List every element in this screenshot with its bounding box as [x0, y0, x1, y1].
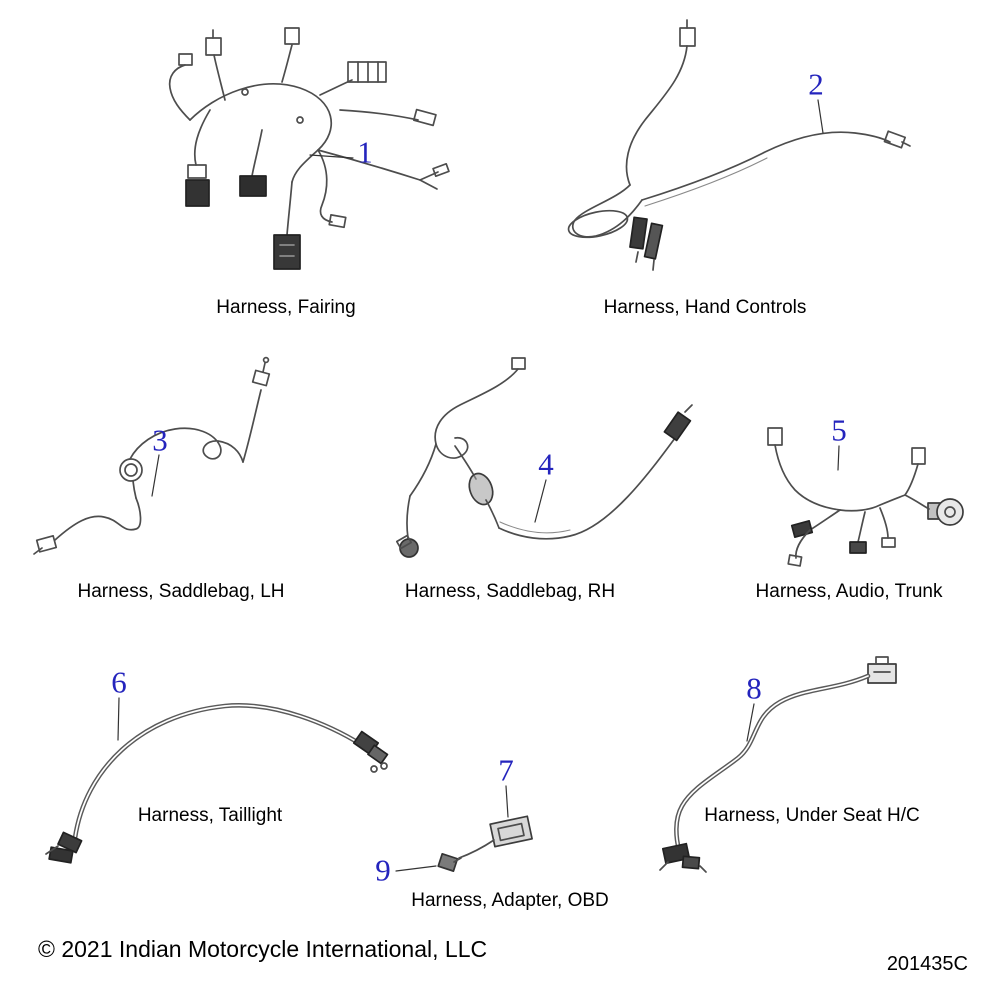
callout-8[interactable]: 8: [746, 670, 762, 706]
label-harness-under-seat-hc: Harness, Under Seat H/C: [704, 805, 920, 826]
harness-saddlebag-lh-art: [33, 356, 271, 555]
callout-1[interactable]: 1: [357, 134, 373, 170]
drawing-number: 201435C: [886, 953, 968, 975]
harness-taillight-art: [45, 703, 389, 864]
label-harness-audio-trunk: Harness, Audio, Trunk: [755, 581, 943, 602]
harness-adapter-obd-art: [437, 815, 533, 872]
callout-4[interactable]: 4: [538, 446, 554, 482]
callout-7[interactable]: 7: [498, 752, 514, 788]
harness-fairing-art: [168, 27, 450, 270]
callout-9[interactable]: 9: [375, 852, 391, 888]
label-harness-fairing: Harness, Fairing: [216, 297, 356, 318]
harness-saddlebag-rh-art: [395, 357, 693, 558]
callout-5[interactable]: 5: [831, 412, 847, 448]
leader-lines: [117, 99, 840, 872]
harness-audio-trunk-art: [767, 427, 964, 567]
label-harness-saddlebag-rh: Harness, Saddlebag, RH: [404, 581, 616, 602]
callout-2[interactable]: 2: [808, 66, 824, 102]
callout-6[interactable]: 6: [111, 664, 127, 700]
harness-hand-controls-art: [567, 19, 911, 271]
label-harness-saddlebag-lh: Harness, Saddlebag, LH: [77, 581, 285, 602]
harness-under-seat-hc-art: [659, 656, 897, 873]
callout-3[interactable]: 3: [152, 422, 168, 458]
label-harness-adapter-obd: Harness, Adapter, OBD: [411, 890, 609, 911]
copyright-text: © 2021 Indian Motorcycle International, …: [38, 936, 488, 962]
label-harness-hand-controls: Harness, Hand Controls: [603, 297, 807, 318]
label-harness-taillight: Harness, Taillight: [137, 805, 283, 826]
